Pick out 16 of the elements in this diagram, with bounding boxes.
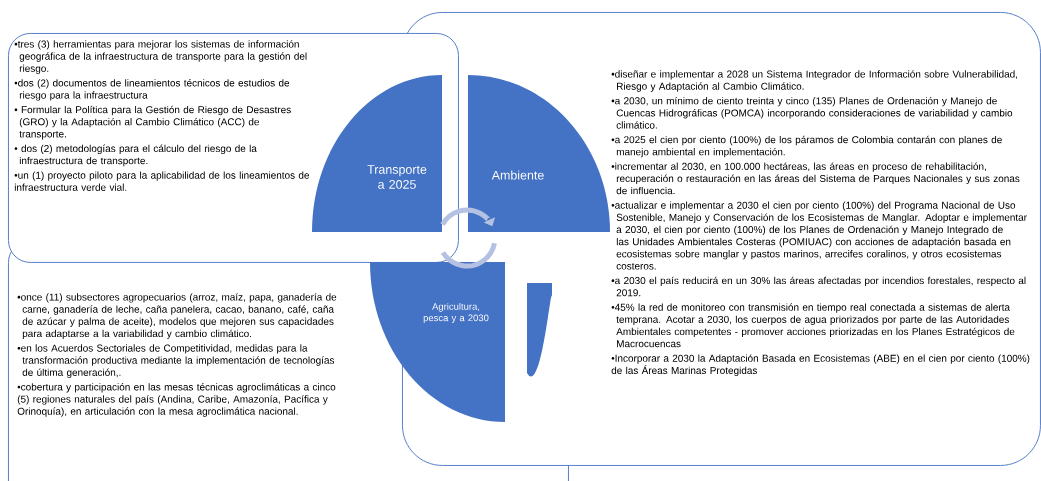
bullet-item: •un (1) proyecto piloto para la aplicabilidad de los lineamientos de infraestructura verde vial.	[14, 171, 309, 191]
bullet-item: •a 2030, un mínimo de ciento treinta y cinco (135) Planes de Ordenación y Manejo de Cuencas Hidrográficas (POMCA) incorporando consideraciones de variabilidad y cambio climático.	[611, 96, 1013, 129]
bullet-item: • dos (2) metodologías para el cálculo del riesgo de la infraestructura de transporte.	[14, 144, 257, 167]
bullet-item: •once (11) subsectores agropecuarios (arroz, maíz, papa, ganadería de carne, ganadería de leche, caña panelera, cacao, banano, café, caña de azúcar y palma de aceite), modelos que mejoren sus capacidades para adaptarse a la variabilidad y cambio climático.	[17, 293, 337, 340]
bullet-item: •actualizar e implementar a 2030 el cien por ciento (100%) del Programa Nacional de Uso Sostenible, Manejo y Conservación de los Ecosistemas de Manglar. Adoptar e implementar a 2030, el cien por ciento (100%) de los Planes de Ordenación y Manejo Integrado de las Unidades Ambientales Costeras (POMIUAC) con acciones de adaptación basada en ecosistemas sobre manglar y pastos marinos, arrecifes coralinos, y otros ecosistemas costeros.	[611, 201, 1027, 270]
bullet-item: •incrementar al 2030, en 100.000 hectáreas, las áreas en proceso de rehabilitación, recuperación o restauración en las áreas del Sistema de Parques Nacionales y sus zonas de influencia.	[611, 162, 1020, 195]
bullet-item: •diseñar e implementar a 2028 un Sistema Integrador de Información sobre Vulnerabilidad, Riesgo y Adaptación al Cambio Climático.	[611, 70, 1018, 92]
bullet-item: •a 2030 el país reducirá en un 30% las áreas afectadas por incendios forestales, respecto al 2019.	[611, 276, 1026, 297]
bullet-item: •45% la red de monitoreo con transmisión en tiempo real conectada a sistemas de alerta temprana. Acotar a 2030, los cuerpos de agua priorizados por parte de las Autoridades Ambientales competentes - promover acciones priorizadas en los Planes Estratégicos de Macrocuencas	[611, 303, 1015, 348]
bullet-item: •a 2025 el cien por ciento (100%) de los páramos de Colombia contarán con planes de manejo ambiental en implementación.	[611, 135, 1002, 158]
bullet-item: •tres (3) herramientas para mejorar los sistemas de información geográfica de la infraestructura de transporte para la gestión del riesgo.	[14, 40, 307, 74]
bullet-item: •dos (2) documentos de lineamientos técnicos de estudios de riesgo para la infraestructura	[14, 79, 290, 101]
bullet-item: •en los Acuerdos Sectoriales de Competitividad, medidas para la transformación productiva mediante la implementación de tecnologías de última generación,.	[17, 344, 335, 378]
bullet-item: •cobertura y participación en las mesas técnicas agroclimáticas a cinco (5) regiones naturales del país (Andina, Caribe, Amazonía, Pacífica y Orinoquía), en articulación con la mesa agroclimática nacional.	[17, 383, 336, 417]
bullet-item: • Formular la Política para la Gestión de Riesgo de Desastres (GRO) y la Adaptación al Cambio Climático (ACC) de transporte.	[14, 105, 291, 140]
bullet-item: •Incorporar a 2030 la Adaptación Basada en Ecosistemas (ABE) en el cien por ciento (100%) de las Áreas Marinas Protegidas	[611, 354, 1030, 376]
